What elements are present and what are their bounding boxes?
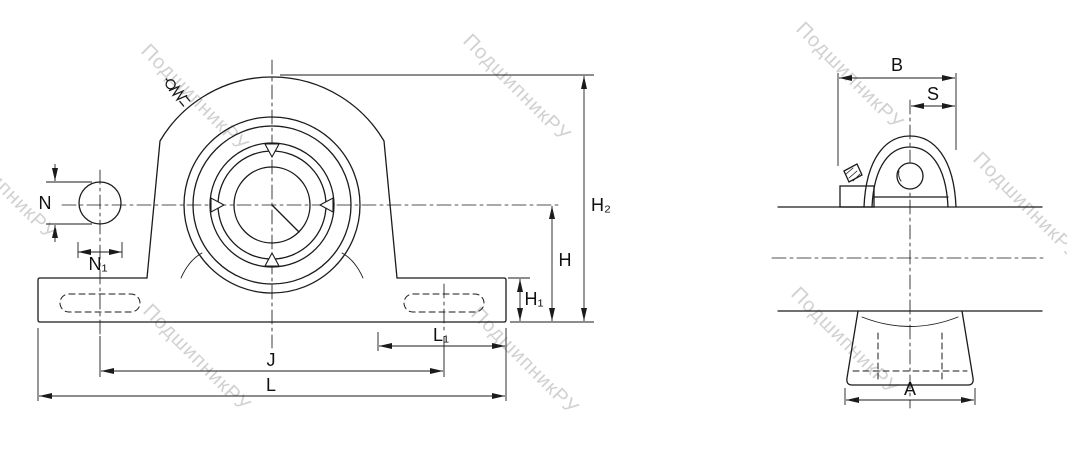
front-view — [37, 59, 563, 349]
set-screw-hatch — [845, 167, 861, 182]
right-gusset-arc — [341, 252, 364, 279]
bottom-notch — [264, 251, 280, 267]
dimension-j-label: J — [267, 350, 276, 370]
top-notch — [264, 143, 280, 159]
dimension-b-label: B — [891, 55, 903, 75]
watermark-text: ПодшипникРУ — [0, 128, 61, 244]
watermark-text: ПодшипникРУ — [968, 148, 1067, 264]
dimension-n: N — [39, 164, 92, 242]
ball-shading-arc — [898, 170, 902, 182]
left-notch — [210, 197, 226, 213]
outer-ring-arc — [863, 135, 957, 208]
dimension-j: J — [99, 336, 445, 377]
housing-outline — [146, 76, 398, 279]
dimension-h2-label: H₂ — [591, 195, 611, 215]
bore-diagonal-line — [271, 204, 300, 233]
watermark-text: ПодшипникРУ — [136, 40, 252, 156]
watermark-text: ПодшипникРУ — [791, 18, 907, 134]
dimension-l1-label: L₁ — [433, 325, 449, 345]
left-slot-hidden — [59, 293, 141, 313]
side-base-outline — [846, 310, 974, 386]
outer-ring-id-circle — [192, 125, 352, 285]
dimension-n-label: N — [39, 193, 52, 213]
set-screw — [843, 163, 863, 183]
left-gusset-arc — [180, 252, 203, 279]
dimension-s: S — [911, 84, 955, 109]
watermark-text: ПодшипникРУ — [466, 303, 582, 419]
dimension-l: L — [37, 328, 507, 401]
side-view — [771, 99, 1047, 409]
dimension-a-label: A — [904, 379, 916, 399]
dimension-b: B — [837, 55, 957, 166]
ball — [896, 162, 924, 190]
dimension-h1-label: H₁ — [524, 289, 543, 309]
right-slot-hidden — [403, 293, 485, 313]
dimensions: N N₁ H₂ H H₁ — [37, 55, 976, 405]
watermark-text: ПодшипникРУ — [458, 30, 574, 146]
inner-ring-arc — [871, 146, 949, 208]
base-recess-arc — [861, 316, 959, 327]
dimension-h1: H₁ — [508, 277, 544, 321]
outer-ring-od-circle — [183, 116, 361, 294]
dimension-n1-label: N₁ — [88, 254, 107, 274]
dimension-s-label: S — [927, 84, 939, 104]
right-notch — [318, 197, 334, 213]
dimension-h2: H₂ — [280, 74, 611, 323]
dimension-l1: L₁ — [377, 325, 505, 351]
base-plate-outline — [37, 277, 507, 323]
grease-fitting-icon — [165, 78, 191, 107]
dimension-a: A — [844, 379, 976, 405]
locking-collar — [839, 185, 875, 208]
bore-circle — [233, 166, 311, 244]
bolt-hole-circle — [78, 181, 122, 225]
dimension-l-label: L — [266, 375, 276, 395]
watermark-text: ПодшипникРУ — [786, 283, 902, 399]
inner-ring-od-circle — [209, 142, 335, 268]
dimension-h-label: H — [559, 250, 572, 270]
watermark-text: ПодшипникРУ — [138, 300, 254, 416]
dimension-h: H — [549, 206, 572, 321]
dimension-n1: N₁ — [77, 242, 123, 274]
